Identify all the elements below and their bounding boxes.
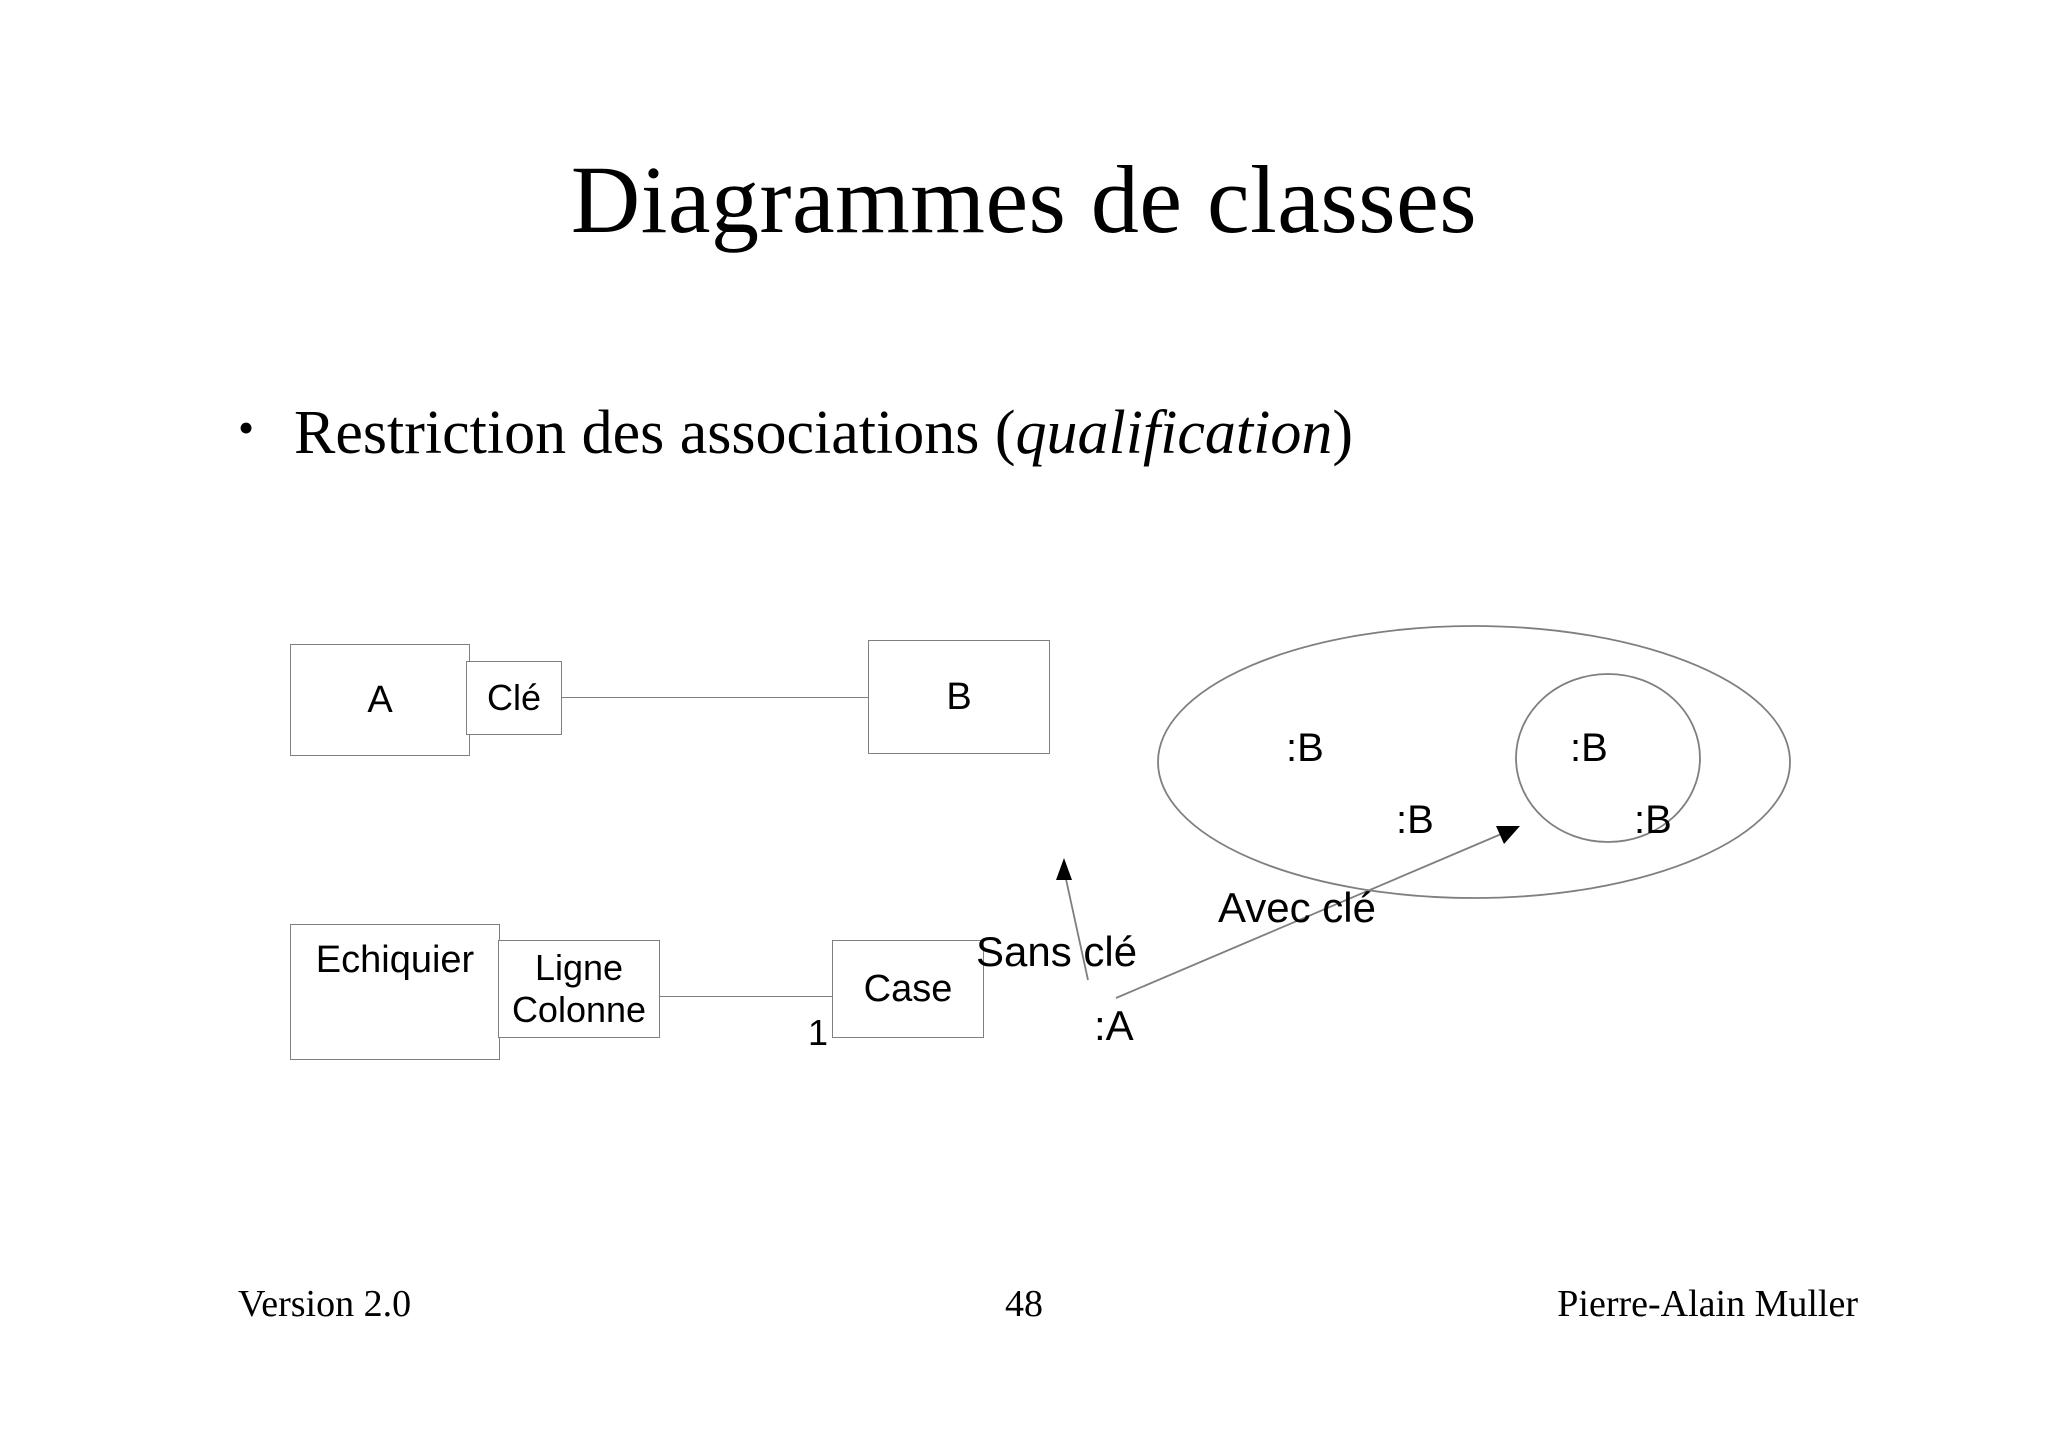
arrow-line-avec-cle <box>1115 831 1507 999</box>
instance-label-a: :A <box>1094 1002 1134 1049</box>
class-box-case[interactable]: Case <box>832 940 984 1038</box>
class-box-b[interactable]: B <box>868 640 1050 754</box>
class-box-echiquier[interactable]: Echiquier <box>290 924 500 1060</box>
page-title: Diagrammes de classes <box>570 146 1478 253</box>
instance-label-b-2: :B <box>1570 726 1608 770</box>
bullet-item: • Restriction des associations (qualific… <box>238 398 1838 469</box>
qualifier-colonne-label: Colonne <box>511 989 647 1030</box>
class-box-a-label: A <box>367 678 393 721</box>
annotation-avec-cle: Avec clé <box>1218 884 1376 931</box>
outer-ellipse-all-b <box>1157 625 1791 899</box>
qualifier-box-ligne-colonne[interactable]: Ligne Colonne <box>498 940 660 1038</box>
qualifier-box-cle-label: Clé <box>486 676 542 718</box>
class-box-a[interactable]: A <box>290 644 470 756</box>
bullet-emphasis-qualification: qualification <box>1015 399 1333 467</box>
instance-label-b-1: :B <box>1286 726 1324 770</box>
multiplicity-label-case: 1 <box>808 1012 829 1053</box>
arrow-head-avec-cle <box>1496 826 1520 844</box>
instance-label-b-4: :B <box>1634 798 1672 842</box>
association-line-echiquier-case <box>656 996 832 997</box>
instance-diagram-shapes <box>1056 625 1791 999</box>
qualifier-box-cle[interactable]: Clé <box>466 661 562 735</box>
inner-circle-qualified-b <box>1515 673 1701 843</box>
instance-label-b-3: :B <box>1396 798 1434 842</box>
bullet-open-paren: ( <box>979 399 1016 467</box>
bullet-marker-icon: • <box>238 402 255 453</box>
class-box-case-label: Case <box>863 967 953 1010</box>
bullet-text: Restriction des associations (qualificat… <box>294 398 1353 469</box>
qualifier-line-label: Ligne <box>534 946 624 988</box>
arrow-line-sans-cle <box>1063 869 1089 981</box>
slide-footer: Version 2.0 48 Pierre-Alain Muller <box>0 1282 2048 1342</box>
class-box-b-label: B <box>946 675 972 718</box>
arrow-head-sans-cle <box>1056 858 1072 880</box>
footer-page-number: 48 <box>1005 1283 1043 1325</box>
bullet-close-paren: ) <box>1332 399 1354 467</box>
class-box-echiquier-label: Echiquier <box>315 939 475 981</box>
association-line-a-b <box>556 697 872 698</box>
footer-author: Pierre-Alain Muller <box>1557 1283 1858 1325</box>
footer-version: Version 2.0 <box>238 1283 412 1325</box>
bullet-text-main: Restriction des associations <box>294 399 980 467</box>
instance-diagram: :B :B :B :B Sans clé Avec clé :A <box>976 580 1860 1080</box>
annotation-sans-cle: Sans clé <box>976 928 1138 975</box>
